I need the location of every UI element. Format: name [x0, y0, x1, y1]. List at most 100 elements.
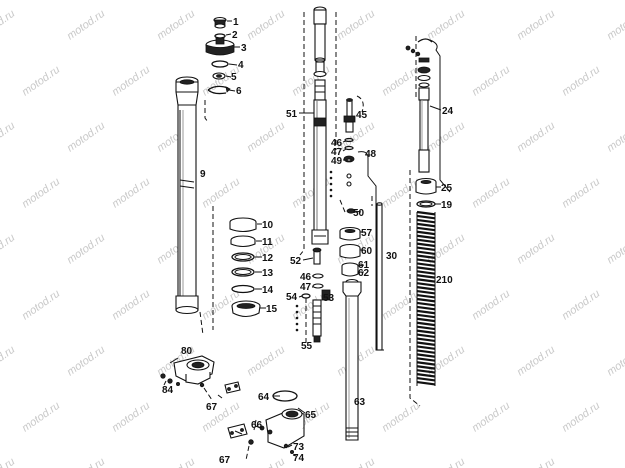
- label-61: 61: [358, 260, 370, 271]
- part-labels: 1 2 3 4 5 6 9 10 11 12 13 14 15 51 45 46…: [162, 17, 454, 466]
- label-52: 52: [290, 256, 302, 267]
- clamp-80: [160, 355, 241, 394]
- spring-coil: [416, 222, 436, 228]
- watermark-text: motod.ru: [65, 344, 107, 379]
- watermark-text: motod.ru: [560, 176, 602, 211]
- spring-coil: [416, 282, 436, 287]
- watermark-text: motod.ru: [155, 8, 197, 43]
- watermark-text: motod.ru: [20, 288, 62, 323]
- spring-coil: [416, 365, 436, 370]
- spring-coil: [416, 270, 436, 275]
- spring-coil: [416, 377, 436, 382]
- watermark-text: motod.ru: [110, 288, 152, 323]
- watermark-text: motod.ru: [110, 64, 152, 99]
- spring-210: [416, 210, 436, 386]
- watermark-text: motod.ru: [65, 232, 107, 267]
- watermark-text: motod.ru: [470, 400, 512, 435]
- label-73: 73: [293, 442, 305, 453]
- watermark-text: motod.ru: [515, 232, 557, 267]
- watermark-text: motod.ru: [605, 456, 625, 468]
- watermark-text: motod.ru: [110, 400, 152, 435]
- watermark-text: motod.ru: [65, 120, 107, 155]
- label-55: 55: [301, 341, 313, 352]
- spring-coil: [416, 349, 436, 354]
- label-6: 6: [236, 86, 242, 97]
- label-2: 2: [232, 30, 238, 41]
- spring-coil: [416, 305, 436, 311]
- label-51: 51: [286, 109, 298, 120]
- spring-coil: [416, 341, 436, 346]
- spring-coil: [416, 210, 436, 216]
- cylinder-parts: [339, 226, 361, 286]
- spring-coil: [416, 290, 436, 295]
- spring-coil: [416, 246, 436, 252]
- label-67b: 67: [219, 455, 231, 466]
- label-60: 60: [361, 246, 373, 257]
- label-3: 3: [241, 43, 247, 54]
- watermark-text: motod.ru: [605, 8, 625, 43]
- watermark-text: motod.ru: [560, 400, 602, 435]
- watermark-text: motod.ru: [560, 64, 602, 99]
- label-49: 49: [331, 156, 343, 167]
- spacer-rod-30: [376, 202, 383, 351]
- label-30: 30: [386, 251, 398, 262]
- watermark-text: motod.ru: [470, 288, 512, 323]
- label-25: 25: [441, 183, 453, 194]
- label-47a: 47: [331, 147, 343, 158]
- label-62: 62: [358, 268, 370, 279]
- fork-tube-9: [175, 76, 199, 315]
- watermark-text: motod.ru: [20, 64, 62, 99]
- watermark-text: motod.ru: [20, 176, 62, 211]
- seal-stack: [229, 217, 261, 318]
- watermark-text: motod.ru: [0, 232, 17, 267]
- label-210: 210: [436, 275, 453, 286]
- watermark-text: motod.ru: [20, 400, 62, 435]
- spring-coil: [416, 321, 436, 327]
- label-14: 14: [262, 285, 274, 296]
- label-74: 74: [293, 453, 305, 464]
- spring-coil: [416, 329, 436, 335]
- spring-coil: [416, 361, 436, 366]
- label-67a: 67: [206, 402, 218, 413]
- spring-coil: [416, 297, 436, 303]
- spring-coil: [416, 345, 436, 350]
- label-64: 64: [258, 392, 270, 403]
- watermark-text: motod.ru: [290, 64, 332, 99]
- label-1: 1: [233, 17, 239, 28]
- label-13: 13: [262, 268, 274, 279]
- label-50: 50: [353, 208, 365, 219]
- top-cap-assembly: [205, 16, 235, 95]
- label-11: 11: [262, 237, 273, 248]
- spring-coil: [416, 226, 436, 232]
- spring-coil: [416, 250, 436, 256]
- watermark-text: motod.ru: [380, 288, 422, 323]
- watermark-text: motod.ru: [245, 344, 287, 379]
- spring-coil: [416, 254, 436, 259]
- valve-assembly: [329, 98, 356, 214]
- label-54: 54: [286, 292, 298, 303]
- spring-coil: [416, 214, 436, 220]
- axle-clamp-65: [227, 390, 305, 454]
- watermark-text: motod.ru: [605, 344, 625, 379]
- label-46b: 46: [300, 272, 312, 283]
- watermark-text: motod.ru: [245, 456, 287, 468]
- spring-coil: [416, 234, 436, 240]
- watermark-text: motod.ru: [65, 456, 107, 468]
- spring-coil: [416, 373, 436, 378]
- watermark-text: motod.ru: [245, 8, 287, 43]
- label-65: 65: [305, 410, 317, 421]
- spring-coil: [416, 230, 436, 236]
- watermark-text: motod.ru: [0, 120, 17, 155]
- bushing-25: [415, 177, 437, 195]
- watermark-text: motod.ru: [515, 8, 557, 43]
- spring-coil: [416, 266, 436, 271]
- watermark-text: motod.ru: [0, 8, 17, 43]
- spring-coil: [416, 242, 436, 248]
- watermark-text: motod.ru: [155, 456, 197, 468]
- spring-coil: [416, 278, 436, 283]
- label-63: 63: [354, 397, 366, 408]
- watermark-text: motod.ru: [380, 400, 422, 435]
- label-66: 66: [251, 420, 263, 431]
- watermark-text: motod.ru: [425, 120, 467, 155]
